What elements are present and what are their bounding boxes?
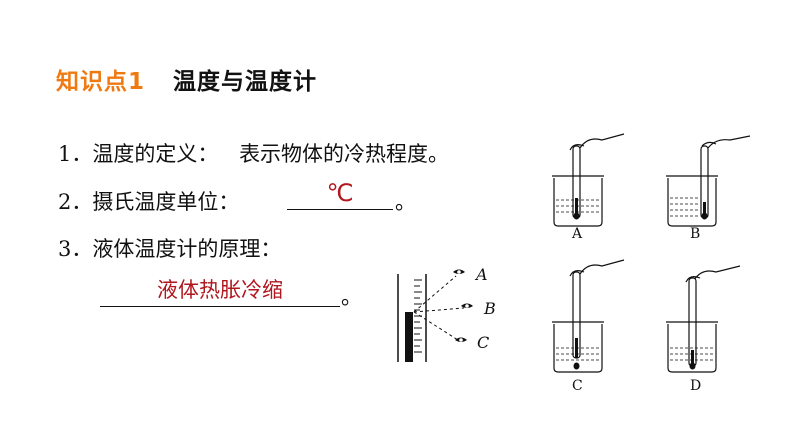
beaker-label-c: C bbox=[572, 378, 583, 394]
principle-answer-blank: 液体热胀冷缩 bbox=[100, 276, 340, 307]
eye-label-c: C bbox=[477, 333, 490, 352]
item-number: 3 bbox=[58, 237, 72, 261]
beaker-diagram-b bbox=[666, 135, 751, 227]
section-tag: 知识点1 bbox=[56, 69, 146, 95]
unit-answer: ℃ bbox=[326, 179, 354, 207]
eye-icon bbox=[453, 269, 473, 342]
beaker-diagram-c bbox=[552, 259, 625, 373]
definition-answer: 表示物体的冷热程度。 bbox=[239, 142, 450, 166]
thermometer-reading-figure bbox=[397, 269, 473, 362]
item-label: 温度的定义： bbox=[92, 142, 219, 166]
beaker-label-b: B bbox=[690, 226, 701, 242]
item-principle: 3．液体温度计的原理： bbox=[58, 237, 282, 261]
beaker-diagram-d bbox=[666, 265, 741, 373]
item-definition: 1．温度的定义： 表示物体的冷热程度。 bbox=[58, 142, 450, 166]
item-number: 2 bbox=[58, 190, 72, 214]
item-unit: 2．摄氏温度单位： bbox=[58, 190, 240, 214]
section-title: 温度与温度计 bbox=[173, 69, 317, 95]
beaker-diagram-a bbox=[552, 133, 625, 227]
item-end-mark: 。 bbox=[341, 285, 362, 309]
eye-label-a: A bbox=[476, 265, 488, 284]
item-label: 摄氏温度单位： bbox=[92, 190, 240, 214]
unit-answer-blank: ℃ bbox=[287, 179, 393, 210]
eye-label-b: B bbox=[484, 299, 496, 318]
beaker-label-d: D bbox=[690, 378, 702, 394]
principle-answer: 液体热胀冷缩 bbox=[157, 278, 283, 302]
item-label: 液体温度计的原理： bbox=[92, 237, 282, 261]
item-number: 1 bbox=[58, 142, 72, 166]
beaker-label-a: A bbox=[572, 226, 583, 242]
item-end-mark: 。 bbox=[395, 190, 416, 214]
